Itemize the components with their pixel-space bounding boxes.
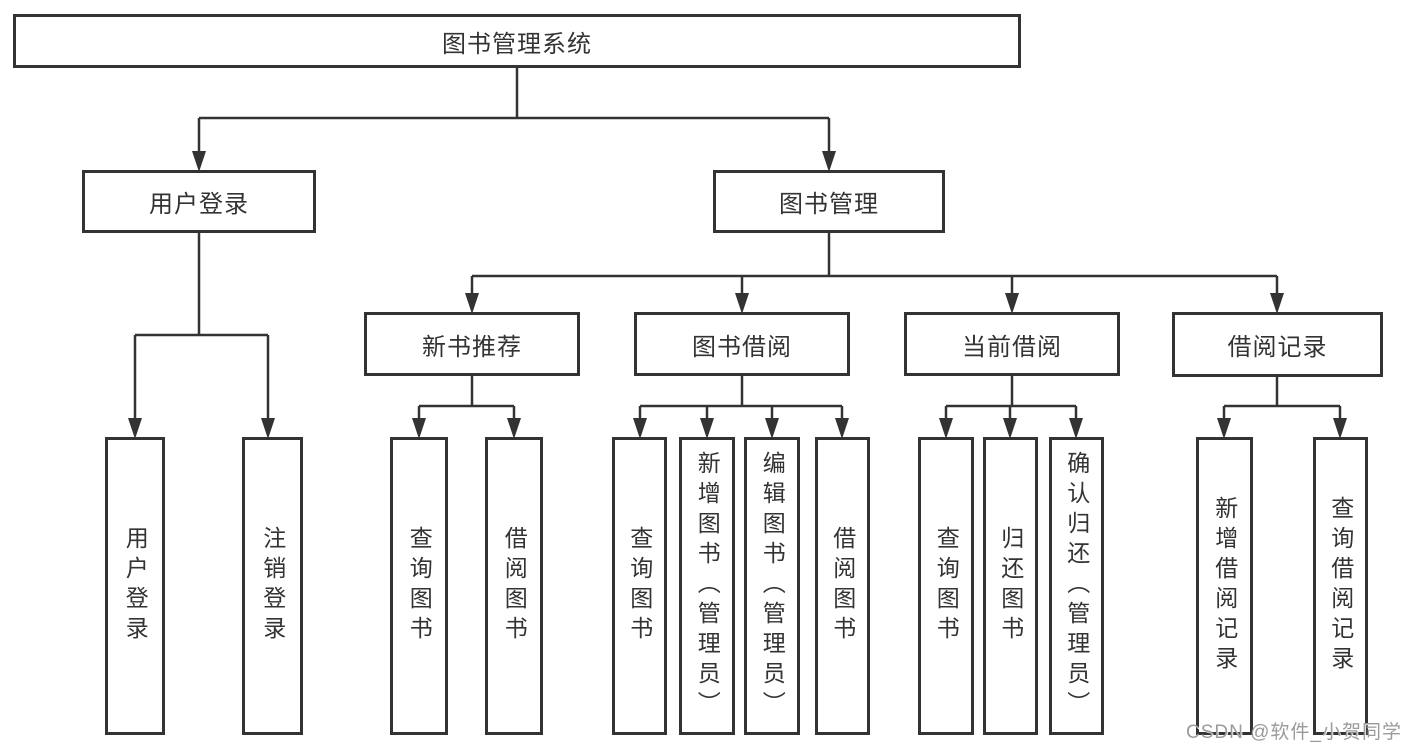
connector-current-borrow	[939, 376, 1083, 439]
leaf-borrow-books: 借阅图书	[815, 437, 870, 735]
leaf-edit-books-admin: 编辑图书（管理员）	[744, 437, 800, 735]
connector-book-mgmt	[465, 233, 1284, 314]
leaf-query-books-current: 查询图书	[918, 437, 974, 735]
leaf-confirm-return-admin: 确认归还（管理员）	[1049, 437, 1104, 735]
node-current-borrowing: 当前借阅	[904, 312, 1120, 376]
leaf-borrow-books-recommend-label: 借阅图书	[501, 526, 528, 646]
node-new-book-recommend: 新书推荐	[364, 312, 580, 376]
leaf-add-books-admin-label: 新增图书（管理员）	[694, 451, 721, 721]
connector-new-books	[412, 376, 521, 439]
leaf-add-borrow-record: 新增借阅记录	[1196, 437, 1253, 735]
connector-user-login	[128, 233, 275, 439]
leaf-return-books-label: 归还图书	[997, 526, 1024, 646]
connector-root	[192, 68, 836, 172]
node-borrowing-records: 借阅记录	[1172, 312, 1383, 377]
leaf-query-borrow-record-label: 查询借阅记录	[1327, 496, 1354, 676]
node-root-system: 图书管理系统	[13, 14, 1021, 68]
leaf-borrow-books-recommend: 借阅图书	[485, 437, 543, 735]
leaf-add-borrow-record-label: 新增借阅记录	[1211, 496, 1238, 676]
leaf-user-login: 用户登录	[105, 437, 165, 735]
leaf-logout: 注销登录	[242, 437, 303, 735]
leaf-query-books-recommend: 查询图书	[390, 437, 448, 735]
csdn-watermark: CSDN @软件_小贺同学	[1186, 722, 1402, 743]
leaf-query-books-borrowing: 查询图书	[612, 437, 667, 735]
leaf-add-books-admin: 新增图书（管理员）	[679, 437, 735, 735]
connector-borrow-records	[1217, 376, 1347, 439]
leaf-borrow-books-label: 借阅图书	[829, 526, 856, 646]
leaf-query-books-borrowing-label: 查询图书	[626, 526, 653, 646]
leaf-user-login-label: 用户登录	[122, 526, 149, 646]
leaf-return-books: 归还图书	[983, 437, 1038, 735]
leaf-confirm-return-admin-label: 确认归还（管理员）	[1063, 451, 1090, 721]
leaf-query-books-recommend-label: 查询图书	[406, 526, 433, 646]
node-book-management: 图书管理	[713, 170, 945, 233]
connector-book-borrow	[633, 376, 849, 439]
node-book-borrowing: 图书借阅	[634, 312, 850, 376]
leaf-query-books-current-label: 查询图书	[933, 526, 960, 646]
leaf-logout-label: 注销登录	[259, 526, 286, 646]
node-user-login: 用户登录	[82, 170, 316, 233]
leaf-query-borrow-record: 查询借阅记录	[1313, 437, 1368, 735]
leaf-edit-books-admin-label: 编辑图书（管理员）	[759, 451, 786, 721]
